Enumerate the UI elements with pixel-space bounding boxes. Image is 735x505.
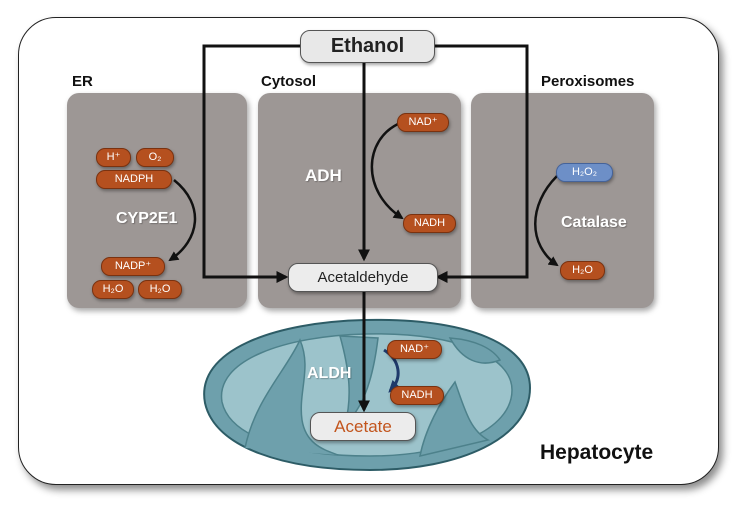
nad-plus-pill-mito: NAD⁺ bbox=[387, 340, 442, 359]
nadp-plus-pill: NADP⁺ bbox=[101, 257, 165, 276]
hepatocyte-label: Hepatocyte bbox=[540, 441, 654, 464]
ethanol-to-peroxisome-arrow bbox=[433, 44, 529, 283]
adh-label: ADH bbox=[305, 166, 342, 185]
nadph-pill: NADPH bbox=[96, 170, 172, 189]
h2o-pill-peroxisome: H₂O bbox=[560, 261, 605, 280]
h2o-pill-2: H₂O bbox=[138, 280, 182, 299]
catalase-label: Catalase bbox=[561, 214, 627, 231]
nadh-pill-cytosol: NADH bbox=[403, 214, 456, 233]
acetaldehyde-box: Acetaldehyde bbox=[288, 263, 438, 292]
cyp2e1-label: CYP2E1 bbox=[116, 210, 178, 227]
o2-pill: O₂ bbox=[136, 148, 174, 167]
nad-plus-pill-cytosol: NAD⁺ bbox=[397, 113, 449, 132]
cytosol-label: Cytosol bbox=[261, 73, 317, 90]
aldh-label: ALDH bbox=[307, 365, 352, 382]
nadh-pill-mito: NADH bbox=[390, 386, 444, 405]
nadph-to-nadp-curve bbox=[168, 179, 197, 262]
ethanol-to-er-arrow bbox=[202, 44, 300, 283]
peroxisomes-label: Peroxisomes bbox=[541, 73, 635, 90]
h2o2-pill: H₂O₂ bbox=[556, 163, 613, 182]
nad-to-nadh-cytosol-curve bbox=[370, 122, 404, 220]
ethanol-box: Ethanol bbox=[300, 30, 435, 63]
mitochondrion bbox=[203, 318, 532, 472]
h-plus-pill: H⁺ bbox=[96, 148, 131, 167]
h2o2-to-h2o-curve bbox=[534, 175, 559, 267]
h2o-pill-1: H₂O bbox=[92, 280, 134, 299]
acetate-box: Acetate bbox=[310, 412, 416, 441]
er-label: ER bbox=[72, 73, 93, 90]
